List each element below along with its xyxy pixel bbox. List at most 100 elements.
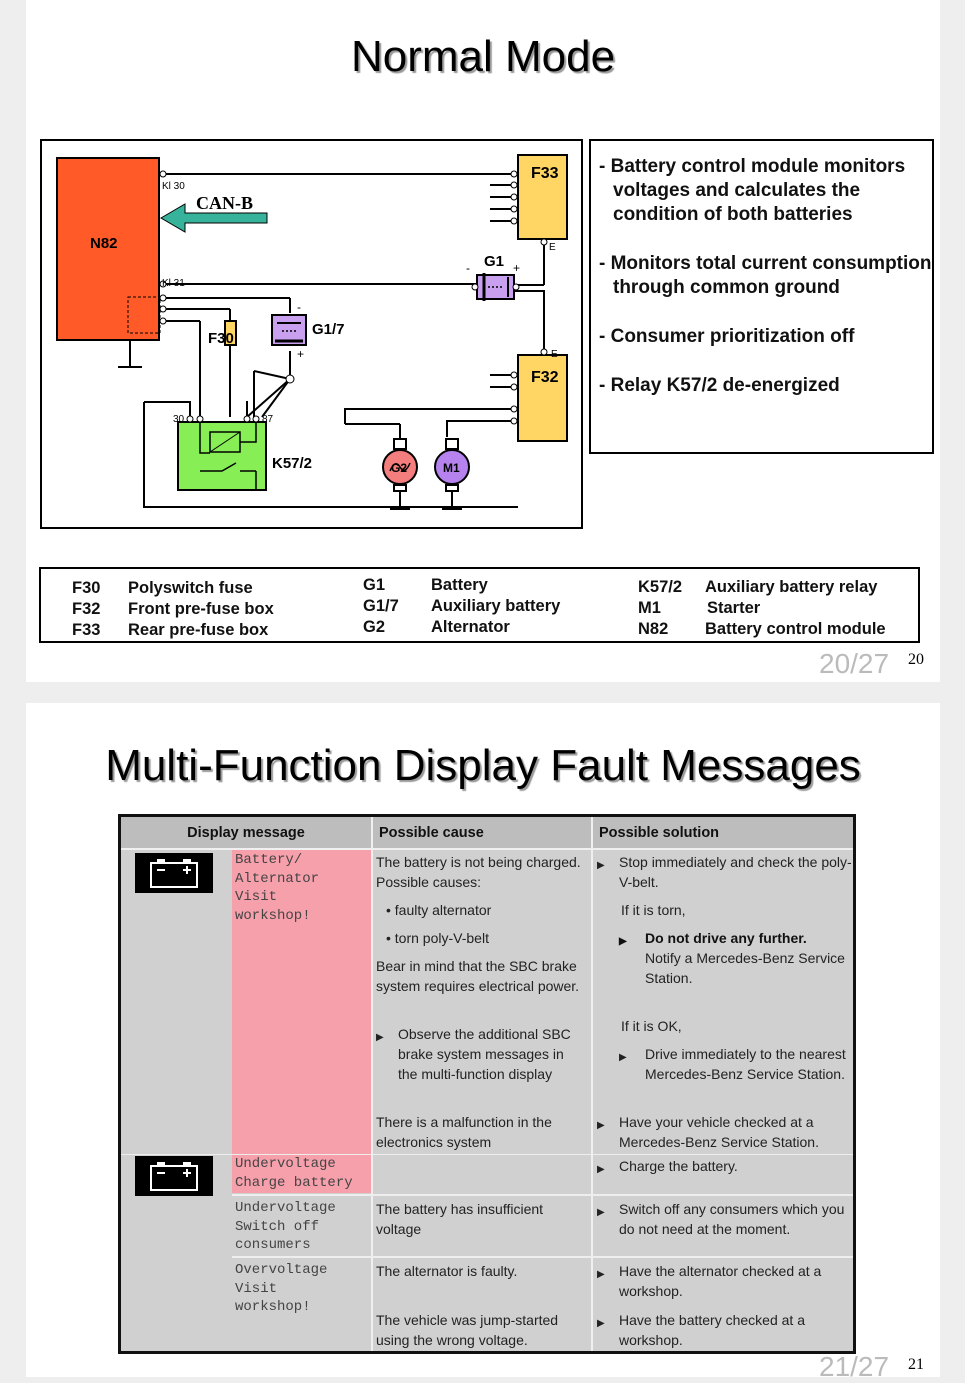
- legend-code: F30: [72, 579, 101, 597]
- message-line: Alternator: [235, 870, 320, 887]
- f32-fuse-box: [517, 354, 568, 442]
- label-m1: M1: [443, 461, 460, 475]
- message-line: Overvoltage: [235, 1262, 328, 1278]
- k57-2-relay: [177, 421, 267, 491]
- bullet-item: - Battery control module monitors voltag…: [599, 156, 906, 225]
- solution-text: Do not drive any further.: [645, 930, 807, 946]
- legend-desc: Starter: [707, 599, 761, 617]
- cause-bullet-text: faulty alternator: [394, 902, 492, 918]
- label-kl30: Kl 30: [162, 181, 185, 192]
- f30-fuse: [224, 320, 237, 346]
- message-line: Charge battery: [235, 1174, 353, 1191]
- solution-item: ▶Charge the battery.: [597, 1158, 738, 1175]
- label-f33: F33: [531, 165, 559, 182]
- display-message-battery-alternator: Battery/ Alternator Visit workshop!: [235, 851, 319, 925]
- g2-alternator: [382, 438, 418, 492]
- component-legend: F30 Polyswitch fuse F32 Front pre-fuse b…: [39, 567, 920, 643]
- cause-electronics: There is a malfunction in the electronic…: [376, 1114, 552, 1150]
- legend-desc: Polyswitch fuse: [128, 579, 253, 597]
- legend-code: N82: [638, 620, 669, 638]
- display-message-undervoltage-consumers: Undervoltage Switch off consumers: [235, 1199, 336, 1255]
- highlight-battery-alternator: [232, 850, 371, 1154]
- cause-sbc-note: Bear in mind that the SBC brake system r…: [376, 958, 580, 994]
- cause-arrow-text: Observe the additional SBC brake system …: [398, 1026, 571, 1082]
- solution-text: Have the alternator checked at a worksho…: [619, 1263, 822, 1299]
- legend-code: K57/2: [638, 578, 683, 596]
- legend-code: G1: [363, 576, 386, 594]
- page-counter: 21/27: [819, 1351, 890, 1382]
- solution-condition: If it is torn,: [621, 902, 686, 918]
- label-g2: G2: [391, 461, 407, 475]
- legend-code: F33: [72, 621, 101, 639]
- legend-desc: Battery: [431, 576, 488, 594]
- label-e-f33: E: [549, 242, 556, 253]
- solution-text: Drive immediately to the nearest Mercede…: [645, 1046, 846, 1082]
- page-number: 21: [908, 1356, 924, 1373]
- legend-desc: Auxiliary battery relay: [705, 578, 878, 596]
- col-header-cause: Possible cause: [373, 817, 597, 848]
- m1-starter: [434, 438, 470, 492]
- solution-item: ▶Stop immediately and check the poly-V-b…: [597, 854, 852, 890]
- solution-item: ▶Switch off any consumers which you do n…: [597, 1201, 845, 1237]
- cause-bullet-text: torn poly-V-belt: [394, 930, 489, 946]
- message-line: Undervoltage: [235, 1200, 336, 1216]
- legend-code: F32: [72, 600, 101, 618]
- circuit-diagram: N82 Kl 30 Kl 31 CAN-B F33 F32 F30 G1 G1/…: [40, 139, 583, 529]
- solution-item: ▶Have the alternator checked at a worksh…: [597, 1263, 822, 1299]
- n82-module: [56, 157, 160, 341]
- message-line: workshop!: [235, 1299, 311, 1315]
- slide-title: Normal Mode: [350, 32, 616, 81]
- legend-desc: Rear pre-fuse box: [128, 621, 269, 639]
- g1-7-aux-battery: [271, 314, 307, 346]
- battery-warning-icon: [135, 1156, 213, 1196]
- highlight-undervoltage-charge: [232, 1155, 371, 1193]
- cause-arrow-item: ▶Observe the additional SBC brake system…: [376, 1026, 571, 1082]
- cause-alternator-faulty: The alternator is faulty.: [376, 1263, 518, 1279]
- label-kl31: Kl 31: [162, 278, 185, 289]
- cause-not-charged: The battery is not being charged. Possib…: [376, 854, 581, 890]
- message-line: Battery/: [235, 852, 303, 868]
- col-header-display: Display message: [121, 817, 371, 848]
- label-k57-2: K57/2: [272, 455, 312, 472]
- legend-desc: Auxiliary battery: [431, 597, 561, 615]
- solution-item: ▶Have your vehicle checked at a Mercedes…: [597, 1114, 819, 1150]
- solution-item: ▶Have the battery checked at a workshop.: [597, 1312, 805, 1348]
- bullet-item: - Consumer prioritization off: [599, 326, 855, 347]
- battery-warning-icon: [135, 853, 213, 893]
- col-header-solution: Possible solution: [593, 817, 853, 848]
- label-terminal-30: 30: [173, 414, 185, 425]
- slide-title: Multi-Function Display Fault Messages: [105, 741, 861, 790]
- can-b-arrow: [160, 203, 268, 233]
- legend-desc: Front pre-fuse box: [128, 600, 274, 618]
- legend-code: G1/7: [363, 597, 399, 615]
- solution-text: Notify a Mercedes-Benz Service Station.: [645, 950, 845, 986]
- solution-condition: If it is OK,: [621, 1018, 682, 1034]
- cause-bullet: • torn poly-V-belt: [386, 930, 489, 946]
- label-g1-7: G1/7: [312, 321, 345, 338]
- label-g17-minus: -: [297, 300, 301, 314]
- circuit-svg: N82 Kl 30 Kl 31 CAN-B F33 F32 F30 G1 G1/…: [56, 154, 568, 510]
- message-line: Switch off: [235, 1218, 320, 1235]
- legend-desc: Alternator: [431, 618, 510, 636]
- label-g1-minus: -: [466, 261, 470, 275]
- fault-message-table: Display message Possible cause Possible …: [118, 814, 856, 1354]
- label-f32: F32: [531, 369, 559, 386]
- label-g1: G1: [484, 253, 504, 270]
- solution-text: Charge the battery.: [619, 1158, 738, 1174]
- bullet-item: - Monitors total current consumption thr…: [599, 253, 932, 298]
- g1-battery: [476, 273, 515, 301]
- cause-jump-started: The vehicle was jump-started using the w…: [376, 1312, 559, 1348]
- bullet-item: - Relay K57/2 de-energized: [599, 375, 840, 396]
- label-g1-plus: +: [513, 261, 520, 275]
- label-n82: N82: [90, 235, 118, 252]
- message-line: workshop!: [235, 907, 311, 924]
- solution-item: ▶Drive immediately to the nearest Merced…: [619, 1046, 846, 1082]
- page-number: 20: [908, 651, 924, 668]
- label-can-b: CAN-B: [196, 193, 253, 213]
- display-message-overvoltage: Overvoltage Visit workshop!: [235, 1261, 327, 1317]
- message-line: Visit: [235, 889, 278, 905]
- solution-text: Switch off any consumers which you do no…: [619, 1201, 845, 1237]
- display-message-undervoltage-charge: Undervoltage Charge battery: [235, 1155, 353, 1192]
- message-line: Visit: [235, 1280, 278, 1297]
- cause-insufficient-voltage: The battery has insufficient voltage: [376, 1201, 544, 1237]
